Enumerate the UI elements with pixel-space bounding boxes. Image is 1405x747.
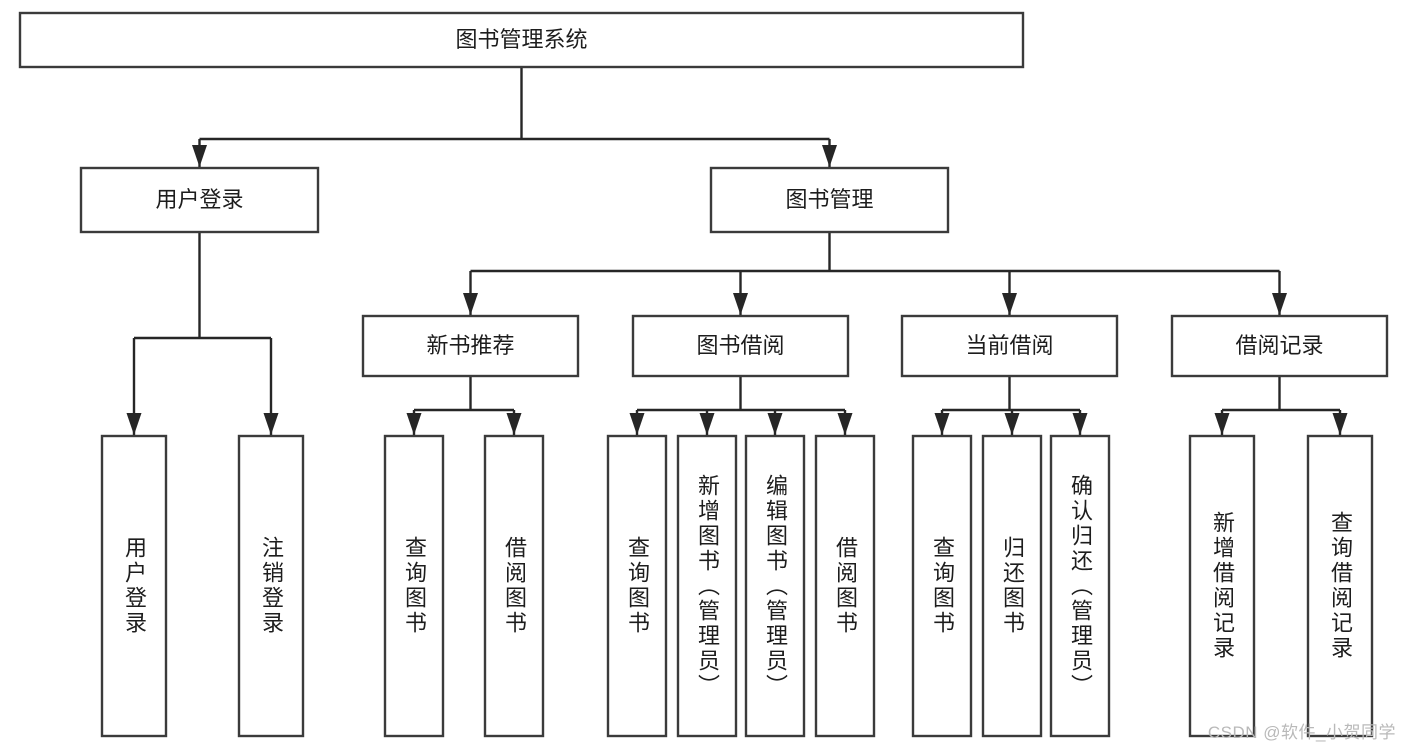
leaf-node-box-11[interactable]	[1188, 434, 1256, 738]
leaf-node-box-3[interactable]	[483, 434, 545, 738]
watermark-text: CSDN @软件_小贺同学	[1207, 723, 1396, 742]
level3-node-label-0: 新书推荐	[426, 333, 514, 358]
level3-node-label-1: 图书借阅	[696, 333, 784, 358]
arrow-head-icon	[733, 293, 748, 315]
leaf-node-box-1[interactable]	[237, 434, 305, 738]
arrow-head-icon	[822, 145, 837, 167]
root-node-label: 图书管理系统	[455, 27, 587, 52]
arrow-head-icon	[1272, 293, 1287, 315]
arrow-head-icon	[1072, 413, 1088, 435]
arrow-head-icon	[1214, 413, 1230, 435]
arrow-head-icon	[263, 413, 279, 435]
leaf-node-box-10[interactable]	[1049, 434, 1111, 738]
level3-node-label-3: 借阅记录	[1235, 333, 1323, 358]
leaf-node-box-2[interactable]	[383, 434, 445, 738]
leaf-node-box-4[interactable]	[606, 434, 668, 738]
arrow-head-icon	[1004, 413, 1020, 435]
arrow-head-icon	[463, 293, 478, 315]
level2-node-label-1: 图书管理	[785, 187, 873, 212]
leaf-node-box-9[interactable]	[981, 434, 1043, 738]
connector-layer	[126, 67, 1348, 435]
arrow-head-icon	[1002, 293, 1017, 315]
node-box-layer	[18, 11, 1389, 738]
leaf-node-box-5[interactable]	[676, 434, 738, 738]
level2-node-box-1[interactable]	[709, 166, 950, 234]
level3-node-box-2[interactable]	[900, 314, 1119, 378]
level2-node-box-0[interactable]	[79, 166, 320, 234]
level3-node-box-0[interactable]	[361, 314, 580, 378]
leaf-node-box-12[interactable]	[1306, 434, 1374, 738]
arrow-head-icon	[1332, 413, 1348, 435]
leaf-node-box-8[interactable]	[911, 434, 973, 738]
leaf-node-box-7[interactable]	[814, 434, 876, 738]
arrow-head-icon	[406, 413, 422, 435]
leaf-node-box-6[interactable]	[744, 434, 806, 738]
level3-node-label-2: 当前借阅	[965, 333, 1053, 358]
root-node-box[interactable]	[18, 11, 1025, 69]
arrow-head-icon	[767, 413, 783, 435]
arrow-head-icon	[837, 413, 853, 435]
level3-node-box-3[interactable]	[1170, 314, 1389, 378]
level3-node-box-1[interactable]	[631, 314, 850, 378]
arrow-head-icon	[192, 145, 207, 167]
arrow-head-icon	[506, 413, 522, 435]
arrow-head-icon	[126, 413, 142, 435]
arrow-head-icon	[934, 413, 950, 435]
leaf-node-box-0[interactable]	[100, 434, 168, 738]
level2-node-label-0: 用户登录	[155, 187, 243, 212]
arrow-head-icon	[699, 413, 715, 435]
arrow-head-icon	[629, 413, 645, 435]
